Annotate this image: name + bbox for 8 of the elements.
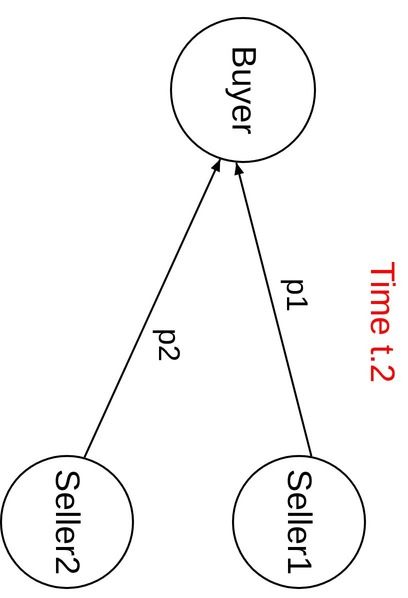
arrow [234,162,312,456]
node-label: Seller1 [282,469,316,575]
arrow [84,158,222,458]
edge-label: p1 [281,278,311,312]
edge-label: p2 [153,328,183,362]
node-label: Buyer [226,46,260,134]
time-label: Time t.2 [365,261,399,383]
node-label: Seller2 [50,469,84,575]
